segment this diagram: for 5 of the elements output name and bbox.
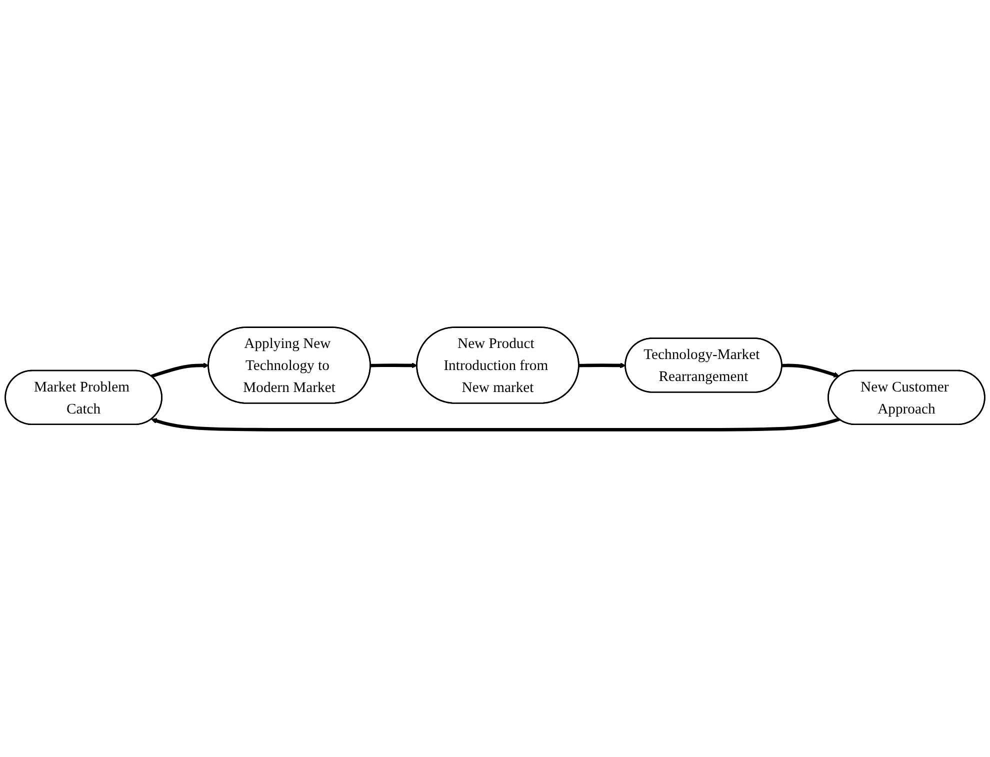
arrow [150,362,209,378]
arrow [370,362,418,368]
arrow [579,362,626,368]
arrow [782,364,840,378]
arrow [151,418,840,432]
